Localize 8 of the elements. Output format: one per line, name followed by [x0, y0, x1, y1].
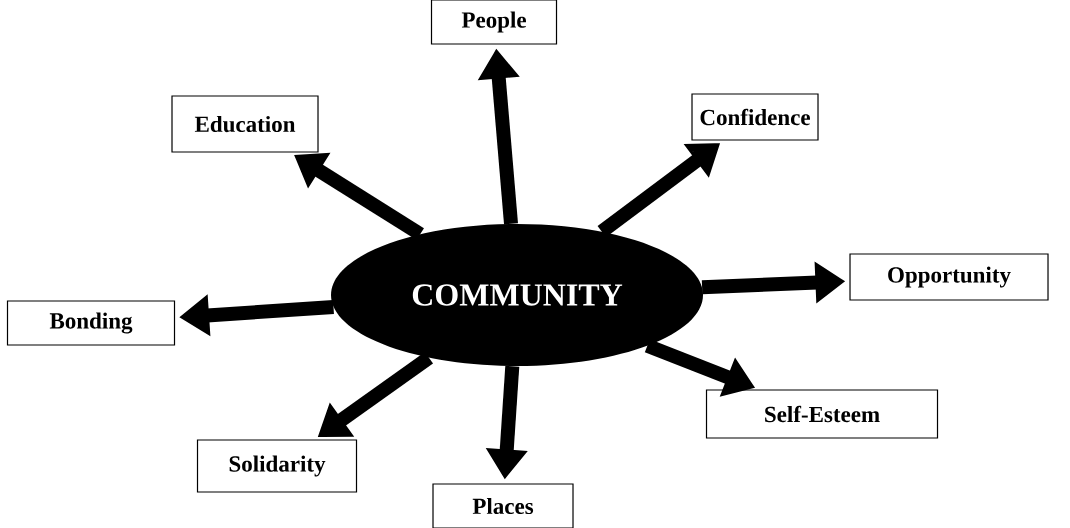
label-box: Bonding — [6, 300, 176, 346]
label-box: Opportunity — [849, 253, 1049, 301]
label-box: Places — [432, 483, 574, 528]
label-box: Solidarity — [196, 439, 358, 493]
label-box: Confidence — [691, 93, 819, 141]
label-box: Education — [171, 95, 319, 153]
label-box: Self-Esteem — [705, 389, 939, 439]
label-box: People — [430, 0, 558, 45]
